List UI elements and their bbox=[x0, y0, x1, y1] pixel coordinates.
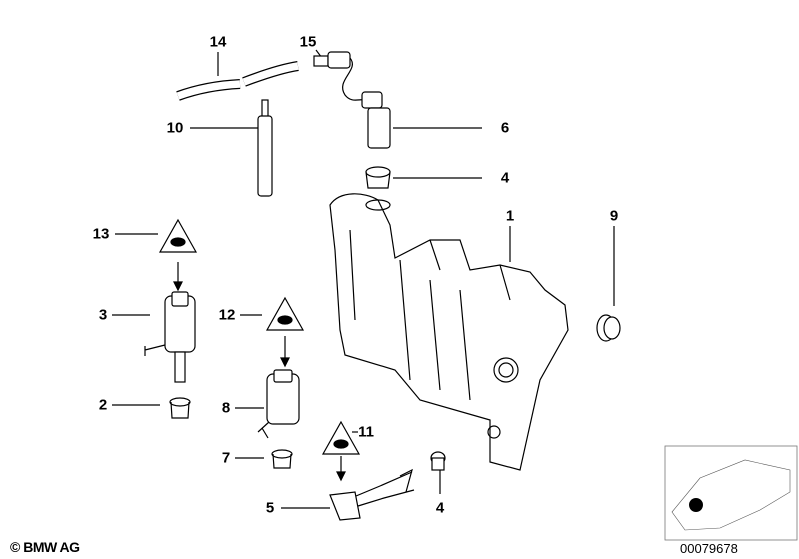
reservoir-1 bbox=[329, 193, 569, 471]
pump-8 bbox=[257, 369, 300, 439]
document-number: 00079678 bbox=[680, 541, 738, 556]
callout-9[interactable]: 9 bbox=[609, 207, 619, 225]
sensor-5 bbox=[329, 468, 415, 521]
callout-6[interactable]: 6 bbox=[500, 119, 510, 137]
callout-2[interactable]: 2 bbox=[98, 396, 108, 414]
grommet-9 bbox=[596, 314, 621, 342]
connector-15 bbox=[313, 51, 369, 101]
callout-1[interactable]: 1 bbox=[505, 207, 515, 225]
callout-13[interactable]: 13 bbox=[92, 225, 110, 243]
copyright-text: © BMW AG bbox=[10, 539, 80, 555]
hose-14 bbox=[176, 61, 299, 101]
warning-triangles bbox=[158, 218, 361, 455]
callout-11[interactable]: 11 bbox=[358, 423, 374, 441]
grommet-7 bbox=[271, 449, 293, 469]
pump-3 bbox=[144, 291, 196, 383]
callout-4-plug[interactable]: 4 bbox=[435, 499, 445, 517]
leader-lines bbox=[112, 49, 615, 509]
callout-8[interactable]: 8 bbox=[221, 399, 231, 417]
callout-4-cap[interactable]: 4 bbox=[500, 169, 510, 187]
grommet-2 bbox=[169, 397, 191, 419]
tube-10 bbox=[257, 99, 273, 197]
cap-4-top bbox=[365, 166, 391, 189]
callout-12[interactable]: 12 bbox=[218, 306, 236, 324]
callout-15[interactable]: 15 bbox=[299, 33, 317, 51]
callout-5[interactable]: 5 bbox=[265, 499, 275, 517]
level-sensor-6 bbox=[361, 91, 391, 149]
callout-3[interactable]: 3 bbox=[98, 306, 108, 324]
callout-10[interactable]: 10 bbox=[166, 119, 184, 137]
callout-14[interactable]: 14 bbox=[209, 33, 227, 51]
car-location-inset bbox=[664, 445, 798, 541]
callout-7[interactable]: 7 bbox=[221, 449, 231, 467]
plug-4-bottom bbox=[430, 451, 446, 471]
